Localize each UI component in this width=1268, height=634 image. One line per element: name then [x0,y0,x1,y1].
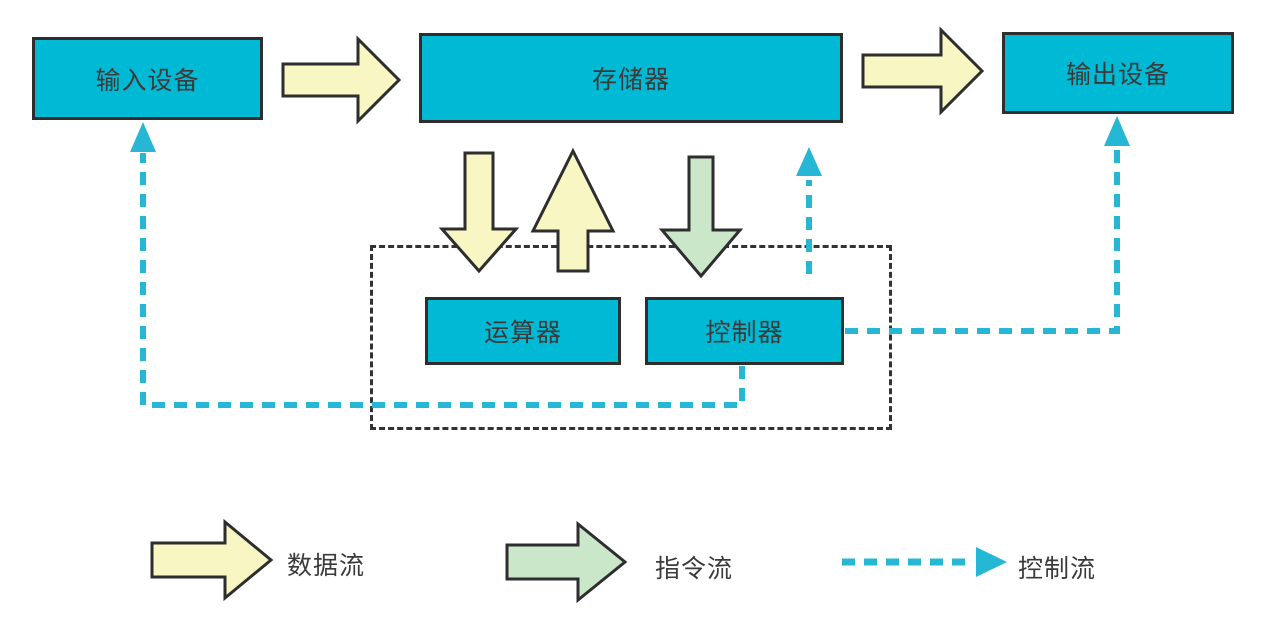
control-flow-arrowhead-output-icon [1104,116,1130,146]
alu-box: 运算器 [425,297,621,365]
legend-control-flow-arrowhead-icon [976,547,1007,577]
data-flow-arrow-input-to-memory-icon [281,35,402,125]
memory-box: 存储器 [419,33,843,123]
input-device-box: 输入设备 [32,37,263,120]
legend-data-flow-arrow-icon [150,518,274,602]
controller-label: 控制器 [705,318,784,347]
data-flow-arrow-memory-to-output-icon [861,26,985,116]
control-flow-arrowhead-input-icon [130,122,156,152]
legend-instruction-flow-arrow-icon [505,520,628,604]
legend-label-control-flow: 控制流 [1018,554,1097,583]
legend-label-data-flow: 数据流 [287,551,366,580]
control-flow-arrowhead-memory-icon [796,147,822,176]
output-device-box: 输出设备 [1002,32,1234,114]
input-device-label: 输入设备 [95,65,200,95]
controller-box: 控制器 [645,297,844,365]
memory-label: 存储器 [591,65,670,94]
output-device-label: 输出设备 [1065,60,1170,89]
alu-label: 运算器 [483,318,562,347]
legend-label-instruction-flow: 指令流 [655,554,734,583]
